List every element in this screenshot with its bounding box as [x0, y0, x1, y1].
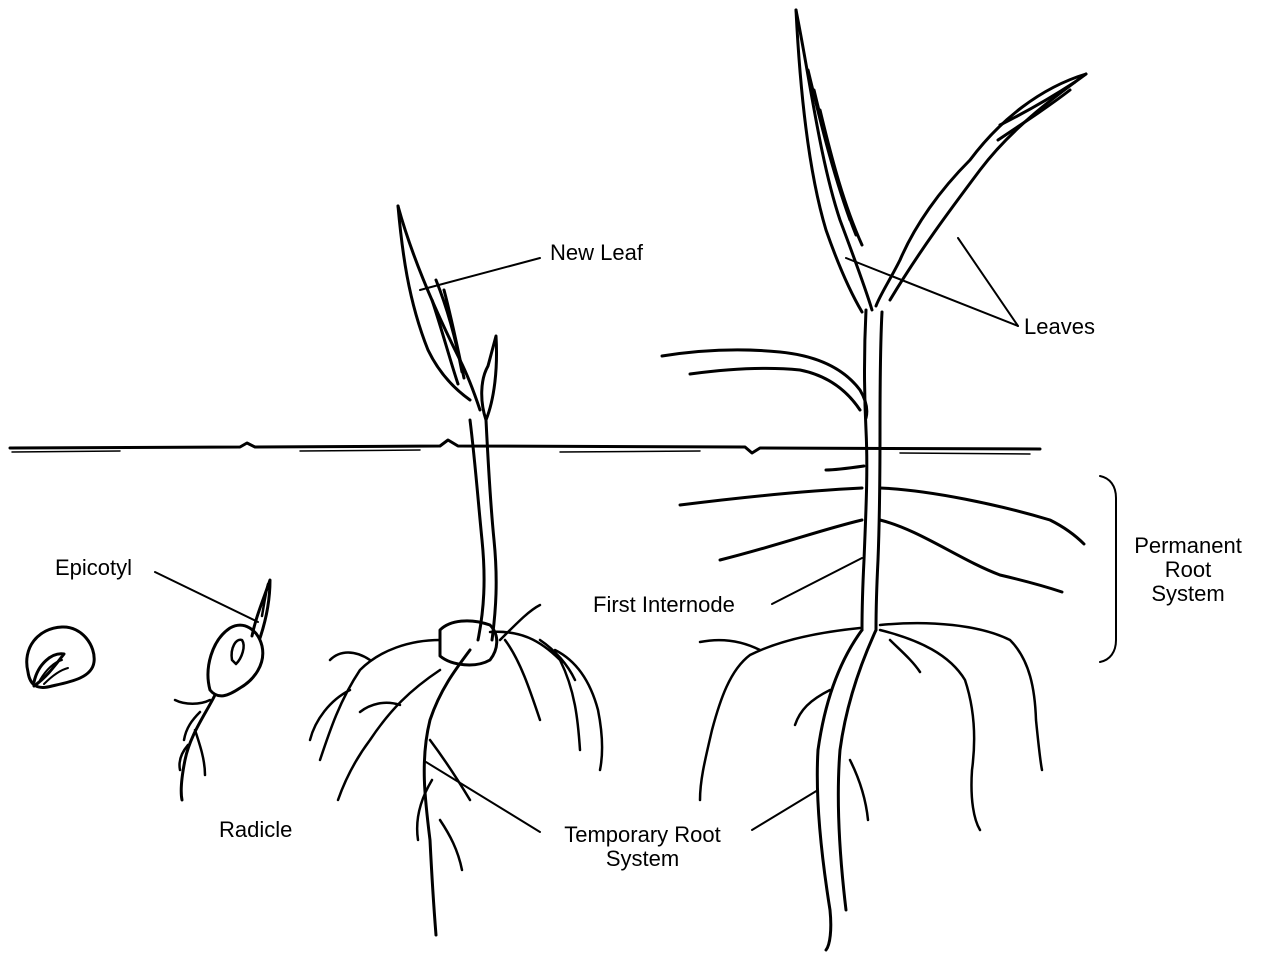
leader-lines: [155, 238, 1116, 832]
label-permanent-root-line3: System: [1120, 582, 1256, 606]
mature-seedling: [662, 10, 1086, 950]
soil-surface-line: [10, 440, 1040, 454]
label-temporary-root-line2: System: [545, 847, 740, 871]
leader-temporary-root-2: [752, 790, 818, 830]
label-new-leaf: New Leaf: [550, 241, 643, 265]
label-leaves: Leaves: [1024, 315, 1095, 339]
label-permanent-root-line2: Root: [1120, 558, 1256, 582]
leader-epicotyl: [155, 572, 258, 622]
seed: [27, 627, 94, 688]
label-radicle: Radicle: [219, 818, 292, 842]
leader-temporary-root-1: [426, 762, 540, 832]
label-temporary-root-system: Temporary Root System: [545, 823, 740, 871]
leader-leaves-1: [846, 258, 1018, 326]
leader-new-leaf: [420, 258, 540, 290]
label-temporary-root-line1: Temporary Root: [545, 823, 740, 847]
label-first-internode: First Internode: [593, 593, 735, 617]
permanent-root-bracket: [1100, 476, 1116, 662]
leader-first-internode: [772, 558, 862, 604]
germinating-seed: [175, 580, 270, 800]
label-permanent-root-line1: Permanent: [1120, 534, 1256, 558]
label-permanent-root-system: Permanent Root System: [1120, 534, 1256, 606]
label-epicotyl: Epicotyl: [55, 556, 132, 580]
leader-leaves-2: [958, 238, 1018, 326]
